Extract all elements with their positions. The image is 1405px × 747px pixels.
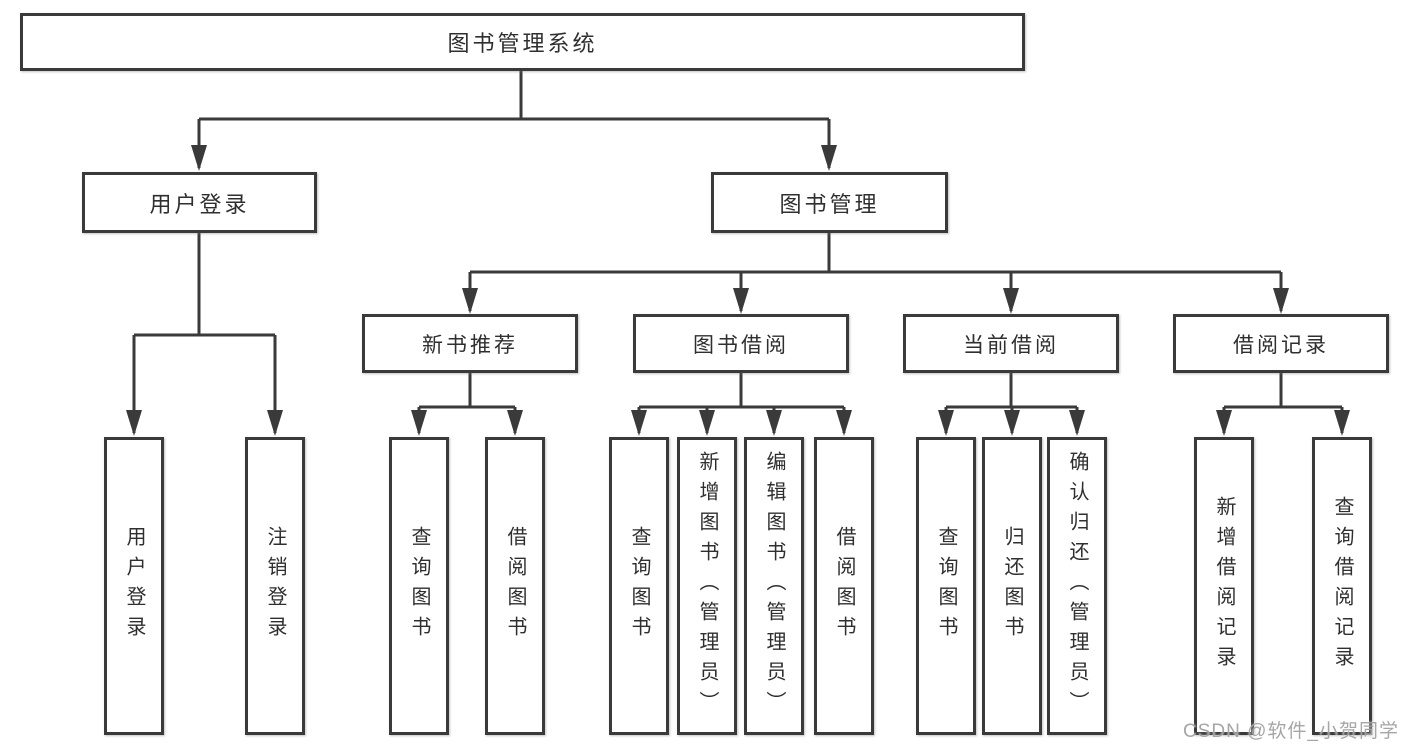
leaf-label: 查询图书	[408, 526, 430, 646]
leaf-label: 查询图书	[628, 526, 650, 646]
node-library-management-system: 图书管理系统	[20, 13, 1025, 71]
leaf-label: 查询图书	[935, 526, 957, 646]
node-label: 图书管理系统	[447, 31, 598, 56]
leaf-borrow-books-recommend: 借阅图书	[485, 437, 545, 735]
leaf-confirm-return-admin: 确认归还（管理员）	[1047, 437, 1107, 735]
leaf-borrow-books: 借阅图书	[814, 437, 874, 735]
leaf-label: 编辑图书（管理员）	[763, 451, 785, 721]
leaf-edit-books-admin: 编辑图书（管理员）	[744, 437, 804, 735]
tree-edges	[132, 70, 1344, 433]
leaf-query-borrow-record: 查询借阅记录	[1312, 437, 1372, 735]
leaf-add-borrow-record: 新增借阅记录	[1194, 437, 1254, 735]
node-label: 用户登录	[149, 191, 250, 217]
node-label: 图书管理	[779, 191, 880, 217]
leaf-query-books-recommend: 查询图书	[389, 437, 449, 735]
leaf-label: 借阅图书	[833, 526, 855, 646]
leaf-label: 确认归还（管理员）	[1066, 451, 1088, 721]
node-user-login-branch: 用户登录	[82, 172, 317, 233]
leaf-label: 归还图书	[1001, 526, 1023, 646]
leaf-logout: 注销登录	[245, 437, 305, 735]
leaf-user-login: 用户登录	[104, 437, 164, 735]
csdn-watermark: CSDN @软件_小贺同学	[1183, 721, 1399, 742]
leaf-label: 查询借阅记录	[1331, 496, 1353, 676]
node-book-management: 图书管理	[711, 172, 948, 233]
leaf-query-books-borrow: 查询图书	[609, 437, 669, 735]
leaf-label: 新增图书（管理员）	[696, 451, 718, 721]
node-label: 图书借阅	[693, 333, 789, 357]
leaf-add-books-admin: 新增图书（管理员）	[677, 437, 737, 735]
leaf-query-books-current: 查询图书	[916, 437, 976, 735]
node-label: 当前借阅	[963, 333, 1059, 357]
leaf-label: 借阅图书	[504, 526, 526, 646]
leaf-return-books: 归还图书	[982, 437, 1042, 735]
node-current-borrowing: 当前借阅	[903, 314, 1119, 373]
node-book-borrowing: 图书借阅	[633, 314, 849, 373]
node-borrowing-records: 借阅记录	[1173, 314, 1389, 373]
leaf-label: 注销登录	[264, 526, 286, 646]
leaf-label: 用户登录	[123, 526, 145, 646]
leaf-label: 新增借阅记录	[1213, 496, 1235, 676]
node-label: 新书推荐	[422, 333, 518, 357]
node-new-book-recommendation: 新书推荐	[362, 314, 578, 373]
node-label: 借阅记录	[1233, 333, 1329, 357]
